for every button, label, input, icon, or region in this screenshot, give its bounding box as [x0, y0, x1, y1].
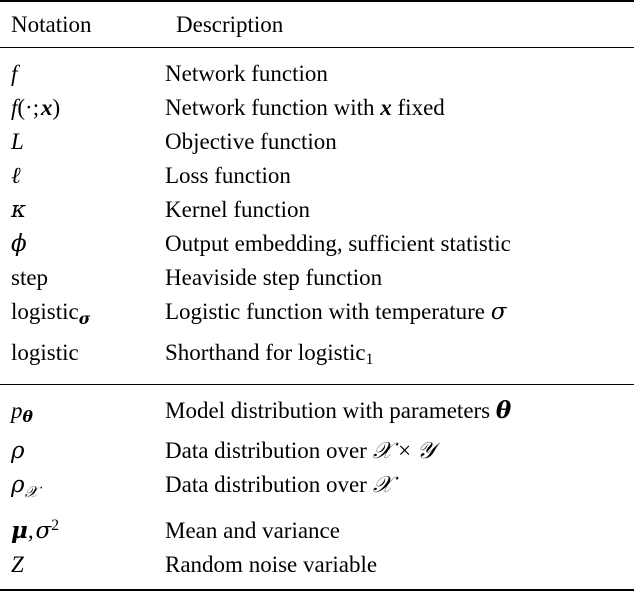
description-cell: Heaviside step function — [165, 265, 383, 291]
description-cell: Shorthand for logistic1 — [165, 339, 374, 368]
table-row: f Network function — [0, 48, 634, 91]
header-rule — [0, 47, 634, 49]
table-row: logisticσ Logistic function with tempera… — [0, 295, 634, 335]
table-header-row: Notation Description — [0, 0, 634, 48]
table-row: μ, σ2 Mean and variance — [0, 509, 634, 548]
table-body: f Network function f(·; x) Network funct… — [0, 47, 634, 590]
description-cell: Logistic function with temperature σ — [165, 299, 507, 326]
description-cell: Mean and variance — [165, 517, 340, 543]
description-cell: Random noise variable — [165, 551, 378, 577]
description-cell: Network function — [165, 61, 328, 87]
table-row: f(·; x) Network function with x fixed — [0, 91, 634, 125]
description-cell: Loss function — [165, 163, 291, 189]
notation-cell: Z — [11, 551, 24, 577]
table-row: pθ Model distribution with parameters θ — [0, 385, 634, 434]
table-row: κ Kernel function — [0, 193, 634, 227]
notation-cell: logistic — [11, 339, 79, 365]
column-header-description: Description — [165, 0, 634, 48]
notation-cell: pθ — [11, 397, 33, 427]
description-cell: Kernel function — [165, 197, 310, 223]
notation-cell: ℓ — [11, 163, 21, 190]
description-cell: Network function with x fixed — [165, 95, 445, 121]
notation-cell: step — [11, 265, 49, 291]
notation-cell: f — [11, 61, 18, 87]
notation-cell: μ, σ2 — [11, 516, 60, 544]
section-divider-rule — [0, 384, 634, 385]
table-row: ℓ Loss function — [0, 159, 634, 193]
notation-cell: ϕ — [11, 231, 27, 258]
table-row: L Objective function — [0, 125, 634, 159]
table-row: step Heaviside step function — [0, 261, 634, 295]
table-header: Notation Description — [0, 0, 634, 48]
table-row: logistic Shorthand for logistic1 — [0, 336, 634, 385]
notation-cell: logisticσ — [11, 299, 91, 328]
notation-cell: ρ𝒳 — [11, 472, 38, 501]
table-row: ρ𝒳 Data distribution over 𝒳 — [0, 468, 634, 508]
table-row: ρ Data distribution over 𝒳 × 𝒴 — [0, 434, 634, 468]
table-row: Z Random noise variable — [0, 548, 634, 590]
description-cell: Data distribution over 𝒳 × 𝒴 — [165, 438, 435, 465]
description-cell: Output embedding, sufficient statistic — [165, 231, 511, 257]
notation-cell: ρ — [11, 438, 25, 465]
notation-cell: f(·; x) — [11, 95, 61, 121]
notation-cell: κ — [11, 197, 27, 224]
notation-cell: L — [11, 129, 24, 155]
description-cell: Data distribution over 𝒳 — [165, 472, 393, 499]
description-cell: Objective function — [165, 129, 337, 155]
description-cell: Model distribution with parameters θ — [165, 396, 512, 424]
table-row: ϕ Output embedding, sufficient statistic — [0, 227, 634, 261]
column-header-notation: Notation — [0, 0, 165, 48]
